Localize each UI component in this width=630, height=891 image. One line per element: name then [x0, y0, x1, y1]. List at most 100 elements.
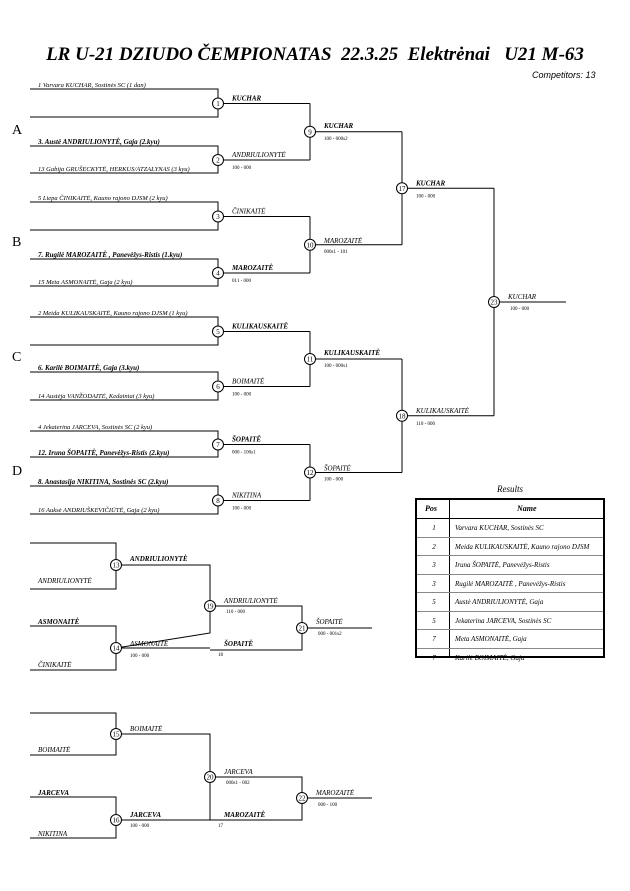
- match-23-score: 100 - 000: [510, 307, 530, 312]
- entry-name-2: 3. Austė ANDRIULIONYTĖ, Gaja (2.kyu): [37, 138, 160, 146]
- match-19-score: 110 - 000: [226, 610, 245, 615]
- match-8-circle: [212, 494, 224, 507]
- match-20-circle: [204, 771, 216, 783]
- results-pos: 7: [432, 653, 436, 662]
- match-3-number: 3: [216, 213, 220, 221]
- match-18-score: 110 - 000: [416, 422, 435, 427]
- entry-name-6: 15 Meta ASMONAITĖ, Gaja (2 kyu): [38, 279, 132, 286]
- results-row: 7 Karilė BOIMAITĖ, Gaja: [417, 649, 603, 667]
- match-6-winner: BOIMAITĖ: [232, 378, 265, 386]
- entry-name-3: 13 Gabija GRUŠECKYTĖ, HERKUS/ATZALYNAS (…: [38, 165, 190, 173]
- entry-name-4: 5 Liepa ČINIKAITĖ, Kauno rajono DJSM (2 …: [38, 194, 168, 202]
- rep2-name-nikitina: NIKITINA: [37, 830, 68, 838]
- match-17-circle: [396, 182, 408, 195]
- results-title: Results: [497, 484, 523, 494]
- match-11-number: 11: [307, 356, 314, 364]
- match-15-circle: [110, 728, 122, 740]
- match-4-circle: [212, 267, 224, 279]
- match-20-score: 000s1 - 002: [226, 781, 250, 786]
- match-23-circle: [488, 296, 500, 308]
- match-12-circle: [304, 466, 316, 479]
- results-header-row: Pos Name: [417, 500, 603, 519]
- match-16-circle: [110, 814, 122, 826]
- match-10-number: 10: [307, 241, 315, 249]
- match-16-number: 16: [113, 817, 121, 825]
- match-11-score: 100 - 000s1: [324, 364, 348, 369]
- match-10-circle: [304, 238, 316, 251]
- pool-label-d: D: [12, 464, 22, 479]
- match-15-number: 15: [113, 731, 121, 739]
- entry-name-13: 16 Auksė ANDRIUŠKEVIČIŪTĖ, Gaja (2 kyu): [38, 506, 159, 514]
- match-22-winner: MAROZAITĖ: [315, 789, 355, 797]
- match-19-loser: ŠOPAITĖ: [224, 640, 253, 648]
- results-row: 3 Rugilė MAROZAITĖ , Panevėžys-Ristis: [417, 575, 603, 593]
- results-pos: 3: [432, 579, 436, 588]
- match-2-winner: ANDRIULIONYTĖ: [231, 151, 286, 159]
- match-12-winner: ŠOPAITĖ: [324, 465, 351, 473]
- match-21-winner: ŠOPAITĖ: [316, 618, 343, 626]
- match-3-winner: ČINIKAITĖ: [232, 208, 266, 216]
- match-12-number: 12: [307, 469, 315, 477]
- results-name: Jekaterina JARCEVA, Sostinės SC: [455, 616, 552, 625]
- results-name: Karilė BOIMAITĖ, Gaja: [455, 653, 525, 662]
- results-pos: 7: [432, 635, 436, 643]
- results-row: 5 Austė ANDRIULIONYTĖ, Gaja: [417, 593, 603, 612]
- match-9-winner: KUCHAR: [323, 122, 354, 130]
- results-name: Rugilė MAROZAITĖ , Panevėžys-Ristis: [455, 579, 566, 588]
- match-16-score: 100 - 000: [130, 824, 150, 829]
- entry-name-12: 8. Anastasija NIKITINA, Sostinės SC (2.k…: [38, 478, 168, 486]
- match-19-winner: ANDRIULIONYTĖ: [223, 597, 278, 605]
- results-name: Austė ANDRIULIONYTĖ, Gaja: [455, 598, 544, 606]
- match-14-number: 14: [113, 645, 121, 653]
- match-20-loser: MAROZAITĖ: [223, 811, 266, 819]
- match-22-circle: [296, 792, 308, 804]
- match-22-number: 22: [299, 795, 307, 803]
- match-3-circle: [212, 210, 224, 223]
- match-7-score: 000 - 100s1: [232, 451, 256, 456]
- match-6-circle: [212, 380, 224, 393]
- entry-name-11: 12. Iruna ŠOPAITĖ, Panevėžys-Ristis (2.k…: [38, 449, 170, 457]
- match-19-circle: [204, 600, 216, 612]
- match-10-score: 000s1 - 101: [324, 250, 348, 255]
- match-1-number: 1: [216, 100, 220, 108]
- match-23-number: 23: [491, 299, 499, 307]
- pool-label-c: C: [12, 350, 21, 365]
- match-18-circle: [396, 409, 408, 422]
- match-20-loser-ref: 17: [218, 824, 224, 829]
- match-1-winner: KUCHAR: [231, 95, 262, 103]
- rep2-name-jarceva: JARCEVA: [37, 789, 69, 797]
- results-pos: 1: [432, 524, 436, 532]
- match-4-number: 4: [216, 270, 220, 278]
- match-18-number: 18: [399, 412, 407, 420]
- entry-name-10: 4 Jekaterina JARCEVA, Sostinės SC (2 kyu…: [38, 424, 152, 431]
- match-22-score: 000 - 100: [318, 803, 338, 808]
- match-1-circle: [212, 97, 224, 110]
- competitor-count: Competitors: 13: [532, 70, 596, 80]
- match-2-number: 2: [216, 157, 220, 165]
- match-21-score: 000 - 001s2: [318, 632, 342, 637]
- match-11-winner: KULIKAUSKAITĖ: [323, 349, 380, 357]
- match-19-loser-ref: 18: [218, 653, 224, 658]
- results-pos: 5: [432, 598, 436, 606]
- results-name: Iruna ŠOPAITĖ, Panevėžys-Ristis: [455, 561, 550, 569]
- match-15-winner: BOIMAITĖ: [130, 725, 163, 733]
- match-8-winner: NIKITINA: [231, 492, 262, 500]
- match-20-number: 20: [207, 774, 215, 782]
- match-17-number: 17: [399, 185, 407, 193]
- match-14-score: 100 - 000: [130, 654, 150, 659]
- results-header-pos: Pos: [425, 504, 437, 513]
- match-12-score: 100 - 000: [324, 478, 344, 483]
- pool-label-a: A: [12, 123, 23, 138]
- match-2-score: 100 - 000: [232, 166, 252, 171]
- match-14-circle: [110, 642, 122, 654]
- results-column-divider: [449, 500, 450, 656]
- match-9-score: 100 - 000s2: [324, 137, 348, 142]
- match-19-number: 19: [207, 603, 215, 611]
- match-7-circle: [212, 438, 224, 451]
